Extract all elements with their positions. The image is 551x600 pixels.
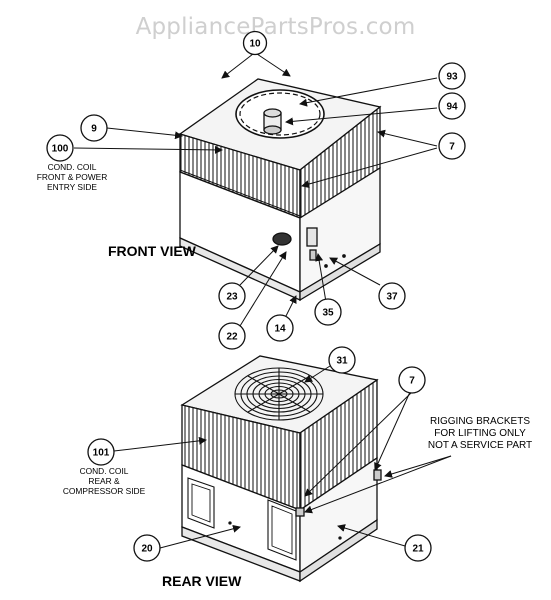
callout-14: 14 xyxy=(266,314,294,342)
callout-9: 9 xyxy=(80,114,108,142)
callout-35: 35 xyxy=(314,298,342,326)
rear-coil-note: COND. COIL REAR & COMPRESSOR SIDE xyxy=(63,466,146,496)
front-view-unit xyxy=(178,78,382,302)
svg-text:21: 21 xyxy=(412,544,424,555)
svg-text:100: 100 xyxy=(52,144,69,155)
callout-93: 93 xyxy=(438,62,466,90)
svg-text:37: 37 xyxy=(386,292,398,303)
svg-text:35: 35 xyxy=(322,308,334,319)
svg-text:20: 20 xyxy=(141,544,153,555)
callout-94: 94 xyxy=(438,92,466,120)
svg-text:14: 14 xyxy=(274,324,286,335)
callout-7-rear: 7 xyxy=(398,366,426,394)
svg-text:93: 93 xyxy=(446,72,458,83)
front-coil-note: COND. COIL FRONT & POWER ENTRY SIDE xyxy=(37,162,108,192)
svg-text:94: 94 xyxy=(446,102,458,113)
svg-text:FRONT & POWER: FRONT & POWER xyxy=(37,172,108,182)
callout-10: 10 xyxy=(242,30,268,56)
svg-text:COND. COIL: COND. COIL xyxy=(48,162,97,172)
svg-text:10: 10 xyxy=(249,39,261,50)
callout-101: 101 xyxy=(87,438,115,466)
callout-100: 100 xyxy=(46,134,74,162)
svg-text:REAR &: REAR & xyxy=(88,476,120,486)
svg-text:COMPRESSOR SIDE: COMPRESSOR SIDE xyxy=(63,486,146,496)
svg-text:101: 101 xyxy=(93,448,110,459)
svg-text:22: 22 xyxy=(226,332,238,343)
front-leaders xyxy=(73,53,438,327)
svg-text:ENTRY SIDE: ENTRY SIDE xyxy=(47,182,97,192)
rigging-note: RIGGING BRACKETS FOR LIFTING ONLY NOT A … xyxy=(428,416,532,451)
svg-text:23: 23 xyxy=(226,292,238,303)
svg-text:NOT A SERVICE PART: NOT A SERVICE PART xyxy=(428,440,532,451)
callout-22: 22 xyxy=(218,322,246,350)
svg-text:RIGGING BRACKETS: RIGGING BRACKETS xyxy=(430,416,530,427)
svg-text:7: 7 xyxy=(449,142,455,153)
rear-view-unit xyxy=(180,355,382,583)
svg-text:9: 9 xyxy=(91,124,97,135)
fan-guard xyxy=(234,367,324,421)
svg-text:COND. COIL: COND. COIL xyxy=(80,466,129,476)
rear-view-title: REAR VIEW xyxy=(162,573,242,589)
svg-text:FOR LIFTING ONLY: FOR LIFTING ONLY xyxy=(434,428,526,439)
callout-37: 37 xyxy=(378,282,406,310)
callout-20: 20 xyxy=(133,534,161,562)
watermark: AppliancePartsPros.com xyxy=(135,14,416,40)
svg-text:7: 7 xyxy=(409,376,415,387)
rear-leaders xyxy=(113,365,452,549)
callout-7-front: 7 xyxy=(438,132,466,160)
svg-text:31: 31 xyxy=(336,356,348,367)
callout-31: 31 xyxy=(328,346,356,374)
front-view-title: FRONT VIEW xyxy=(108,243,197,259)
callout-21: 21 xyxy=(404,534,432,562)
callout-23: 23 xyxy=(218,282,246,310)
